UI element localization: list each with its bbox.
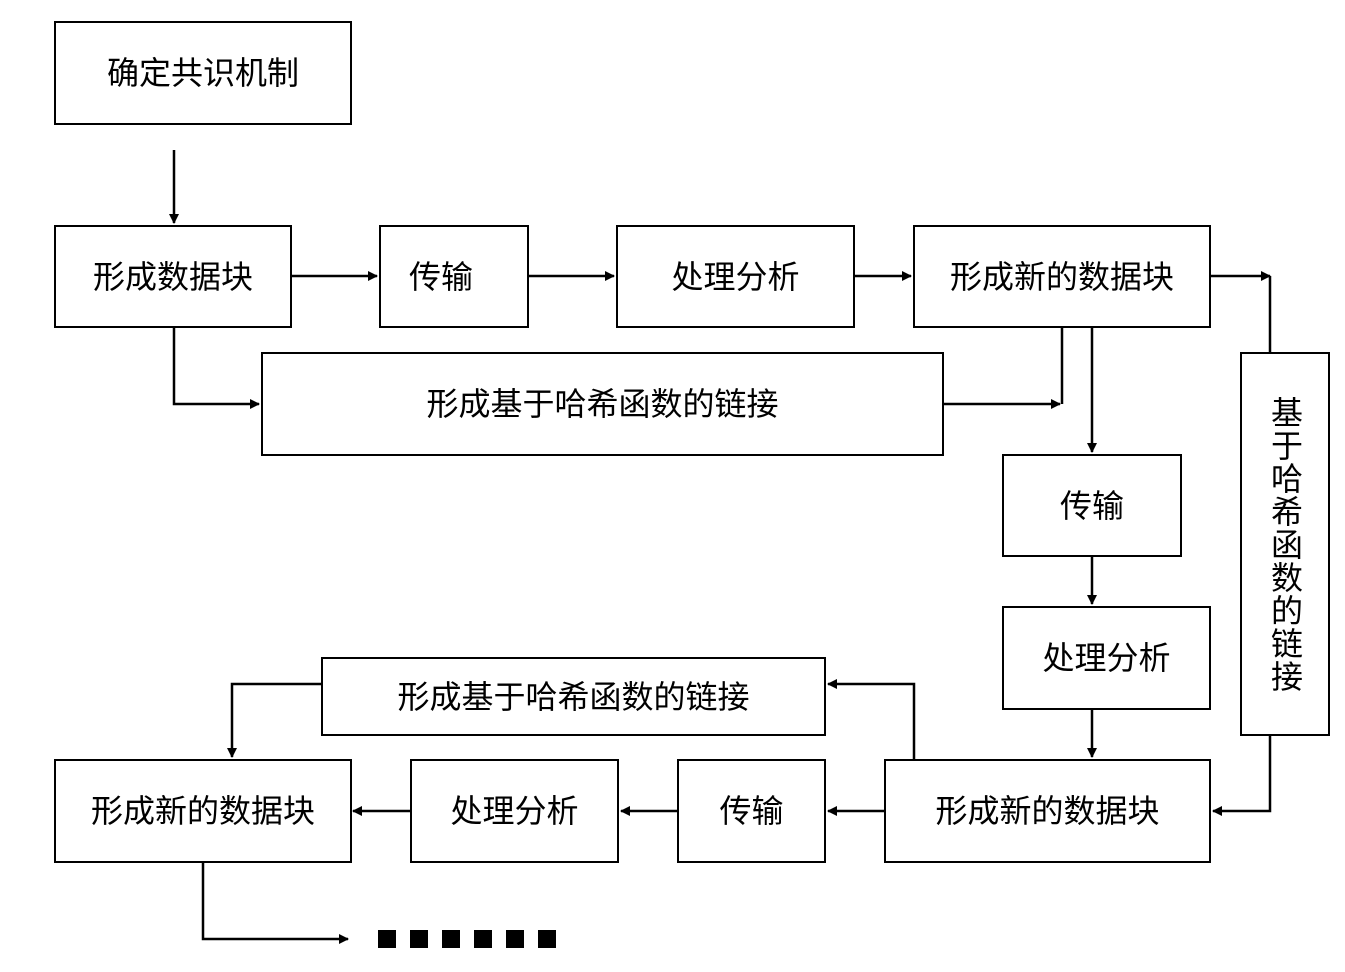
new-block-label-3: 形成新的数据块 (90, 792, 315, 830)
arrow-block-to-hashlink (172, 327, 260, 409)
continuation-square (538, 930, 556, 948)
process-label-2: 处理分析 (1042, 639, 1171, 677)
hash-link-side-box: 基于哈希函数的链接 (1240, 352, 1330, 736)
transmit-label-3: 传输 (719, 792, 784, 830)
new-block-label-1: 形成新的数据块 (949, 257, 1174, 296)
form-block-label: 形成数据块 (92, 257, 253, 296)
hash-link-label-2: 形成基于哈希函数的链接 (397, 677, 750, 716)
continuation-square (410, 930, 428, 948)
consensus-box: 确定共识机制 (54, 21, 352, 125)
transmit-box-3: 传输 (677, 759, 826, 863)
arrow-newblock3-to-continuation (201, 862, 349, 944)
continuation-square (506, 930, 524, 948)
process-box-1: 处理分析 (616, 225, 855, 328)
transmit-label-1: 传输 (409, 257, 474, 296)
new-block-label-2: 形成新的数据块 (935, 792, 1160, 830)
transmit-box-2: 传输 (1002, 454, 1182, 557)
continuation-ellipsis (378, 930, 556, 948)
hash-link-side-label: 基于哈希函数的链接 (1266, 395, 1304, 693)
arrow-hashlink2-to-newblock3 (227, 682, 321, 758)
process-label-1: 处理分析 (671, 257, 800, 296)
hash-link-label-1: 形成基于哈希函数的链接 (426, 385, 779, 423)
form-block-box: 形成数据块 (54, 225, 292, 328)
transmit-label-2: 传输 (1059, 486, 1124, 525)
continuation-square (442, 930, 460, 948)
new-block-box-1: 形成新的数据块 (913, 225, 1211, 328)
consensus-label: 确定共识机制 (106, 54, 299, 92)
process-label-3: 处理分析 (450, 792, 579, 830)
transmit-box-1: 传输 (379, 225, 529, 328)
new-block-box-2: 形成新的数据块 (884, 759, 1211, 863)
process-box-3: 处理分析 (410, 759, 619, 863)
new-block-box-3: 形成新的数据块 (54, 759, 352, 863)
continuation-square (378, 930, 396, 948)
hash-link-box-1: 形成基于哈希函数的链接 (261, 352, 944, 456)
arrow-side-to-newblock2 (1212, 735, 1272, 816)
hash-link-box-2: 形成基于哈希函数的链接 (321, 657, 826, 736)
process-box-2: 处理分析 (1002, 606, 1211, 710)
continuation-square (474, 930, 492, 948)
arrow-newblock2-to-hashlink2 (827, 679, 916, 760)
